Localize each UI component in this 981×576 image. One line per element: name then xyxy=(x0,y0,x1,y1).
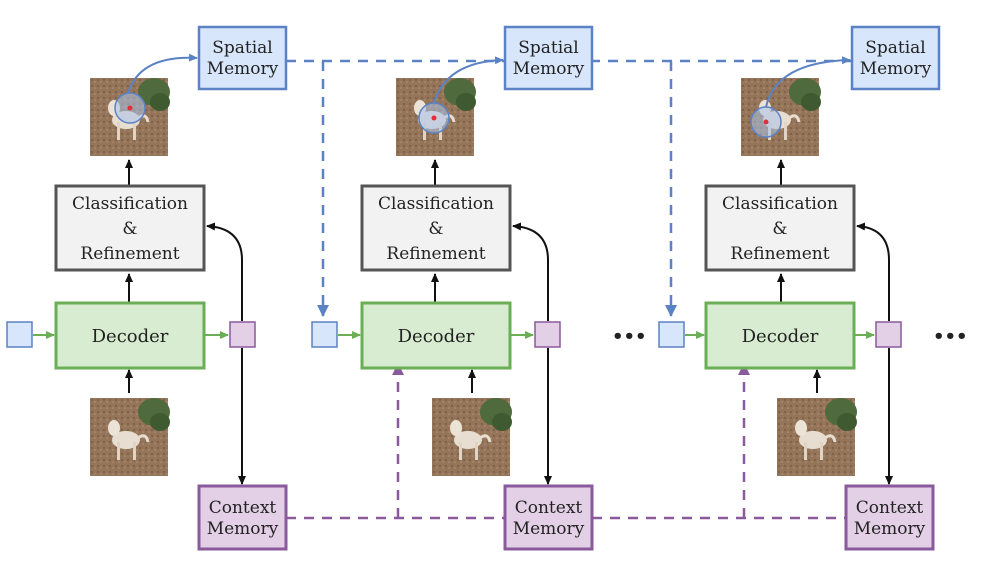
classification-refinement-box: Classification & Refinement xyxy=(704,184,856,272)
token-to-cls-arrow xyxy=(856,222,890,321)
output-token xyxy=(229,321,256,348)
cls-label-2: & xyxy=(122,219,137,239)
cls-label-1: Classification xyxy=(722,194,838,214)
decoder-label: Decoder xyxy=(742,326,819,347)
context-memory-box: Context Memory xyxy=(503,484,594,551)
cls-label-2: & xyxy=(428,219,443,239)
context-memory-box: Context Memory xyxy=(844,484,935,551)
context-memory-label-2: Memory xyxy=(854,519,926,539)
stage-1: Spatial Memory Classification & Refineme… xyxy=(6,25,288,551)
query-token-input xyxy=(658,321,685,348)
token-to-cls-arrow xyxy=(512,222,549,321)
dog-photo-with-mask-icon xyxy=(88,76,172,158)
dog-photo-with-mask-icon xyxy=(739,76,823,158)
query-token-input xyxy=(311,321,338,348)
cls-label-3: Refinement xyxy=(730,244,829,264)
dog-photo-with-mask-icon xyxy=(394,76,478,158)
spatial-memory-box: Spatial Memory xyxy=(503,25,594,91)
output-token xyxy=(875,321,902,348)
mask-to-spatial-arrow xyxy=(127,53,198,94)
decoder-label: Decoder xyxy=(92,326,169,347)
dog-photo-icon xyxy=(430,396,514,478)
spatial-memory-box: Spatial Memory xyxy=(197,25,288,91)
cls-label-1: Classification xyxy=(72,194,188,214)
context-memory-label-1: Context xyxy=(856,498,924,518)
spatial-memory-label-1: Spatial xyxy=(865,38,926,58)
output-token xyxy=(534,321,561,348)
decoder-label: Decoder xyxy=(398,326,475,347)
context-memory-label-1: Context xyxy=(209,498,277,518)
cls-label-1: Classification xyxy=(378,194,494,214)
dog-photo-icon xyxy=(88,396,172,478)
context-memory-label-1: Context xyxy=(515,498,583,518)
classification-refinement-box: Classification & Refinement xyxy=(360,184,512,272)
token-to-cls-arrow xyxy=(206,222,243,321)
cls-label-3: Refinement xyxy=(386,244,485,264)
spatial-memory-label-1: Spatial xyxy=(518,38,579,58)
query-token-input xyxy=(6,321,33,348)
cls-label-2: & xyxy=(772,219,787,239)
spatial-memory-label-2: Memory xyxy=(207,59,279,79)
cls-label-3: Refinement xyxy=(80,244,179,264)
decoder-box: Decoder xyxy=(704,301,856,370)
spatial-memory-label-1: Spatial xyxy=(212,38,273,58)
mask-to-spatial-arrow xyxy=(433,56,504,104)
context-memory-label-2: Memory xyxy=(207,519,279,539)
spatial-memory-label-2: Memory xyxy=(860,59,932,79)
context-memory-label-2: Memory xyxy=(513,519,585,539)
spatial-memory-box: Spatial Memory xyxy=(850,25,941,91)
stage-3: Spatial Memory Classification & Refineme… xyxy=(658,25,968,551)
context-memory-box: Context Memory xyxy=(197,484,288,551)
stage-2: Spatial Memory Classification & Refineme… xyxy=(311,25,647,551)
mask-to-spatial-arrow xyxy=(765,56,851,108)
dog-photo-icon xyxy=(775,396,859,478)
ellipsis: ••• xyxy=(612,326,647,347)
decoder-box: Decoder xyxy=(54,301,206,370)
spatial-memory-label-2: Memory xyxy=(513,59,585,79)
decoder-box: Decoder xyxy=(360,301,512,370)
ellipsis: ••• xyxy=(933,326,968,347)
classification-refinement-box: Classification & Refinement xyxy=(54,184,206,272)
